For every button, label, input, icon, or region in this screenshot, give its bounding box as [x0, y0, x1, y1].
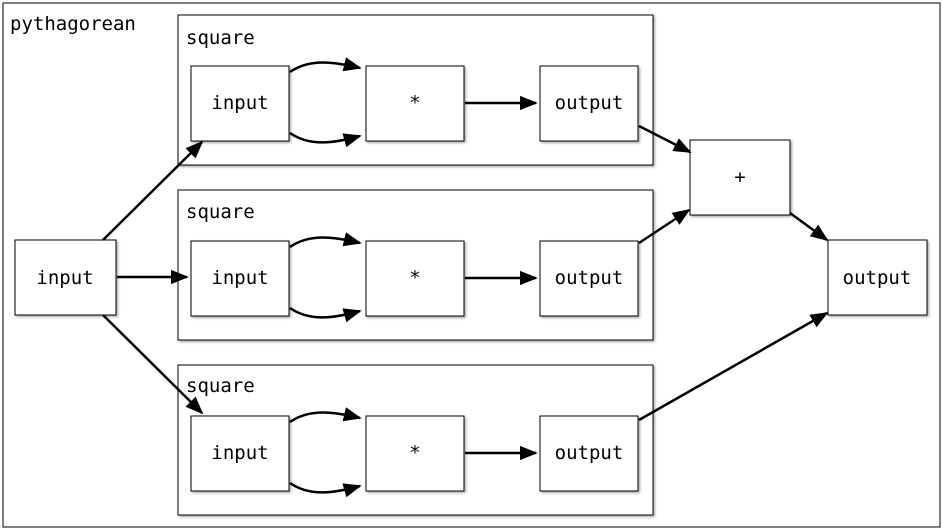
multiply-label: * — [409, 442, 420, 464]
square-group-title: square — [186, 375, 255, 397]
edge-input-to-multiply-upper — [289, 407, 362, 424]
square-group-3: square input * output — [177, 364, 654, 516]
edge-input-to-multiply-upper — [289, 57, 362, 74]
edge-input-to-multiply-lower — [289, 306, 362, 323]
square-input-node — [190, 65, 290, 142]
square-group-2: square input * output — [177, 189, 654, 341]
pythagorean-title: pythagorean — [10, 13, 136, 35]
square-group-1: square input * output — [177, 14, 654, 166]
square-input-label: input — [211, 267, 268, 289]
square-input-label: input — [211, 442, 268, 464]
square-input-node — [190, 415, 290, 492]
square-group-title: square — [186, 201, 255, 223]
multiply-node — [365, 240, 465, 317]
square-output-node — [539, 415, 639, 492]
multiply-label: * — [409, 267, 420, 289]
multiply-label: * — [409, 92, 420, 114]
square-output-label: output — [555, 92, 624, 114]
main-input-label: input — [36, 267, 93, 289]
square-input-node — [190, 240, 290, 317]
edge-main-input-to-square-1 — [102, 140, 204, 241]
main-output-label: output — [843, 267, 912, 289]
main-input-node — [14, 239, 117, 316]
square-output-label: output — [555, 267, 624, 289]
multiply-node — [365, 415, 465, 492]
edge-square-3-to-output — [638, 311, 829, 422]
edge-input-to-multiply-lower — [289, 131, 362, 148]
sum-node — [689, 139, 791, 216]
edge-sum-to-output — [789, 211, 829, 242]
square-output-node — [539, 240, 639, 317]
edge-input-to-multiply-lower — [289, 481, 362, 498]
square-input-label: input — [211, 92, 268, 114]
edge-square-2-to-sum — [638, 208, 691, 245]
square-group-title: square — [186, 27, 255, 49]
edge-main-input-to-square-3 — [102, 314, 204, 415]
main-output-node — [827, 239, 928, 316]
edge-input-to-multiply-upper — [289, 232, 362, 249]
edge-square-1-to-sum — [638, 124, 692, 154]
square-output-node — [539, 65, 639, 142]
multiply-node — [365, 65, 465, 142]
sum-label: + — [734, 166, 745, 188]
square-output-label: output — [555, 442, 624, 464]
